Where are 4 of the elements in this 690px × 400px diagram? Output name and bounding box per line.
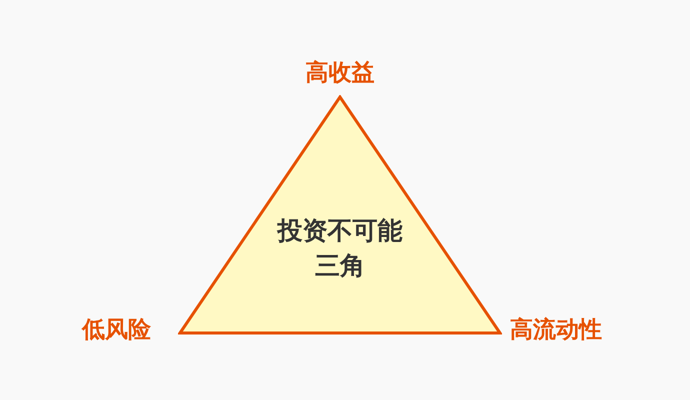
vertex-label: 低风险 (82, 318, 151, 343)
center-text: 投资不可能三角 (276, 215, 404, 282)
vertex-label: 高收益 (306, 60, 374, 86)
vertex-label: 高流动性 (510, 318, 602, 343)
